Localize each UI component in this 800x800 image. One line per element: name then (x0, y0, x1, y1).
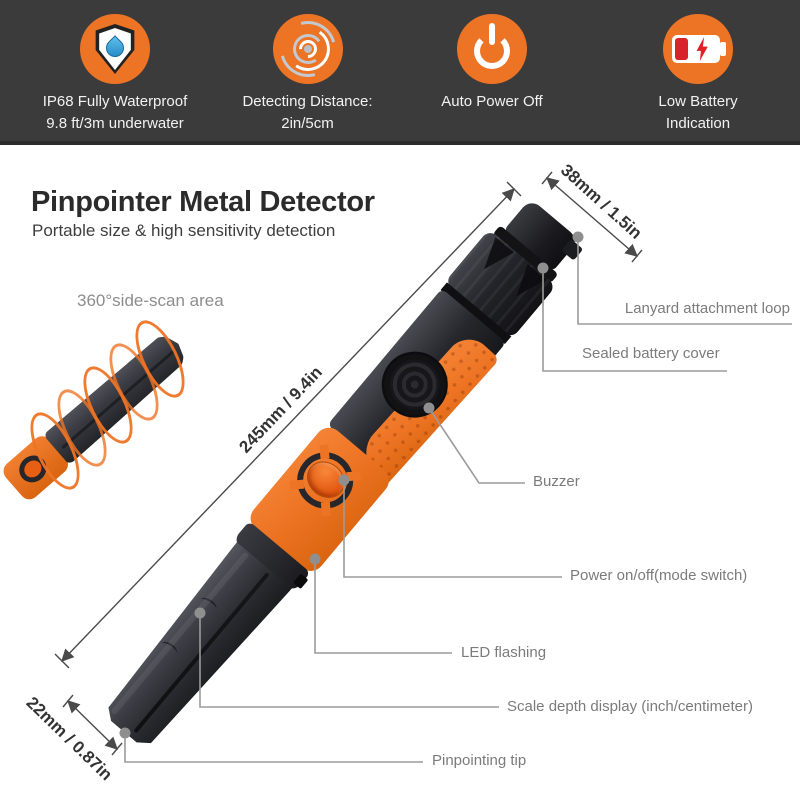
callout-depth-scale: Scale depth display (inch/centimeter) (507, 698, 753, 715)
feature-text-line: Low Battery (658, 93, 738, 110)
callout-lanyard: Lanyard attachment loop (624, 300, 790, 317)
probe-shaft (97, 542, 292, 755)
page-title: Pinpointer Metal Detector (31, 186, 375, 218)
waterproof-shield-drop-icon (80, 14, 150, 84)
feature-auto-power-off: Auto Power Off (402, 0, 582, 113)
feature-text-line: Auto Power Off (441, 93, 543, 110)
callout-battery-cover: Sealed battery cover (582, 345, 720, 362)
side-scan-label: 360°side-scan area (77, 291, 224, 310)
callout-power-switch: Power on/off(mode switch) (570, 567, 748, 584)
feature-text-line: IP68 Fully Waterproof (42, 93, 188, 110)
page-subtitle: Portable size & high sensitivity detecti… (32, 221, 336, 240)
feature-text-line: Detecting Distance: (242, 93, 373, 110)
feature-text-line: 2in/5cm (281, 114, 334, 132)
feature-detecting-distance: Detecting Distance: 2in/5cm (215, 0, 400, 135)
radar-signal-icon (269, 10, 346, 88)
depth-scale-mark (159, 639, 180, 657)
led-window (292, 573, 309, 590)
callout-buzzer: Buzzer (533, 473, 580, 490)
callout-led: LED flashing (461, 644, 547, 661)
power-icon (457, 14, 527, 84)
lanyard-loop (561, 238, 584, 261)
feature-banner: IP68 Fully Waterproof 9.8 ft/3m underwat… (0, 0, 800, 145)
low-battery-icon (663, 14, 733, 84)
feature-text-line: 9.8 ft/3m underwater (46, 114, 184, 132)
feature-waterproof: IP68 Fully Waterproof 9.8 ft/3m underwat… (10, 0, 220, 135)
feature-text-line: Indication (665, 114, 731, 132)
feature-low-battery: Low Battery Indication (600, 0, 796, 135)
depth-scale-mark (198, 595, 219, 613)
callout-pinpointing-tip: Pinpointing tip (432, 752, 527, 769)
side-scan-illustration (0, 313, 228, 540)
